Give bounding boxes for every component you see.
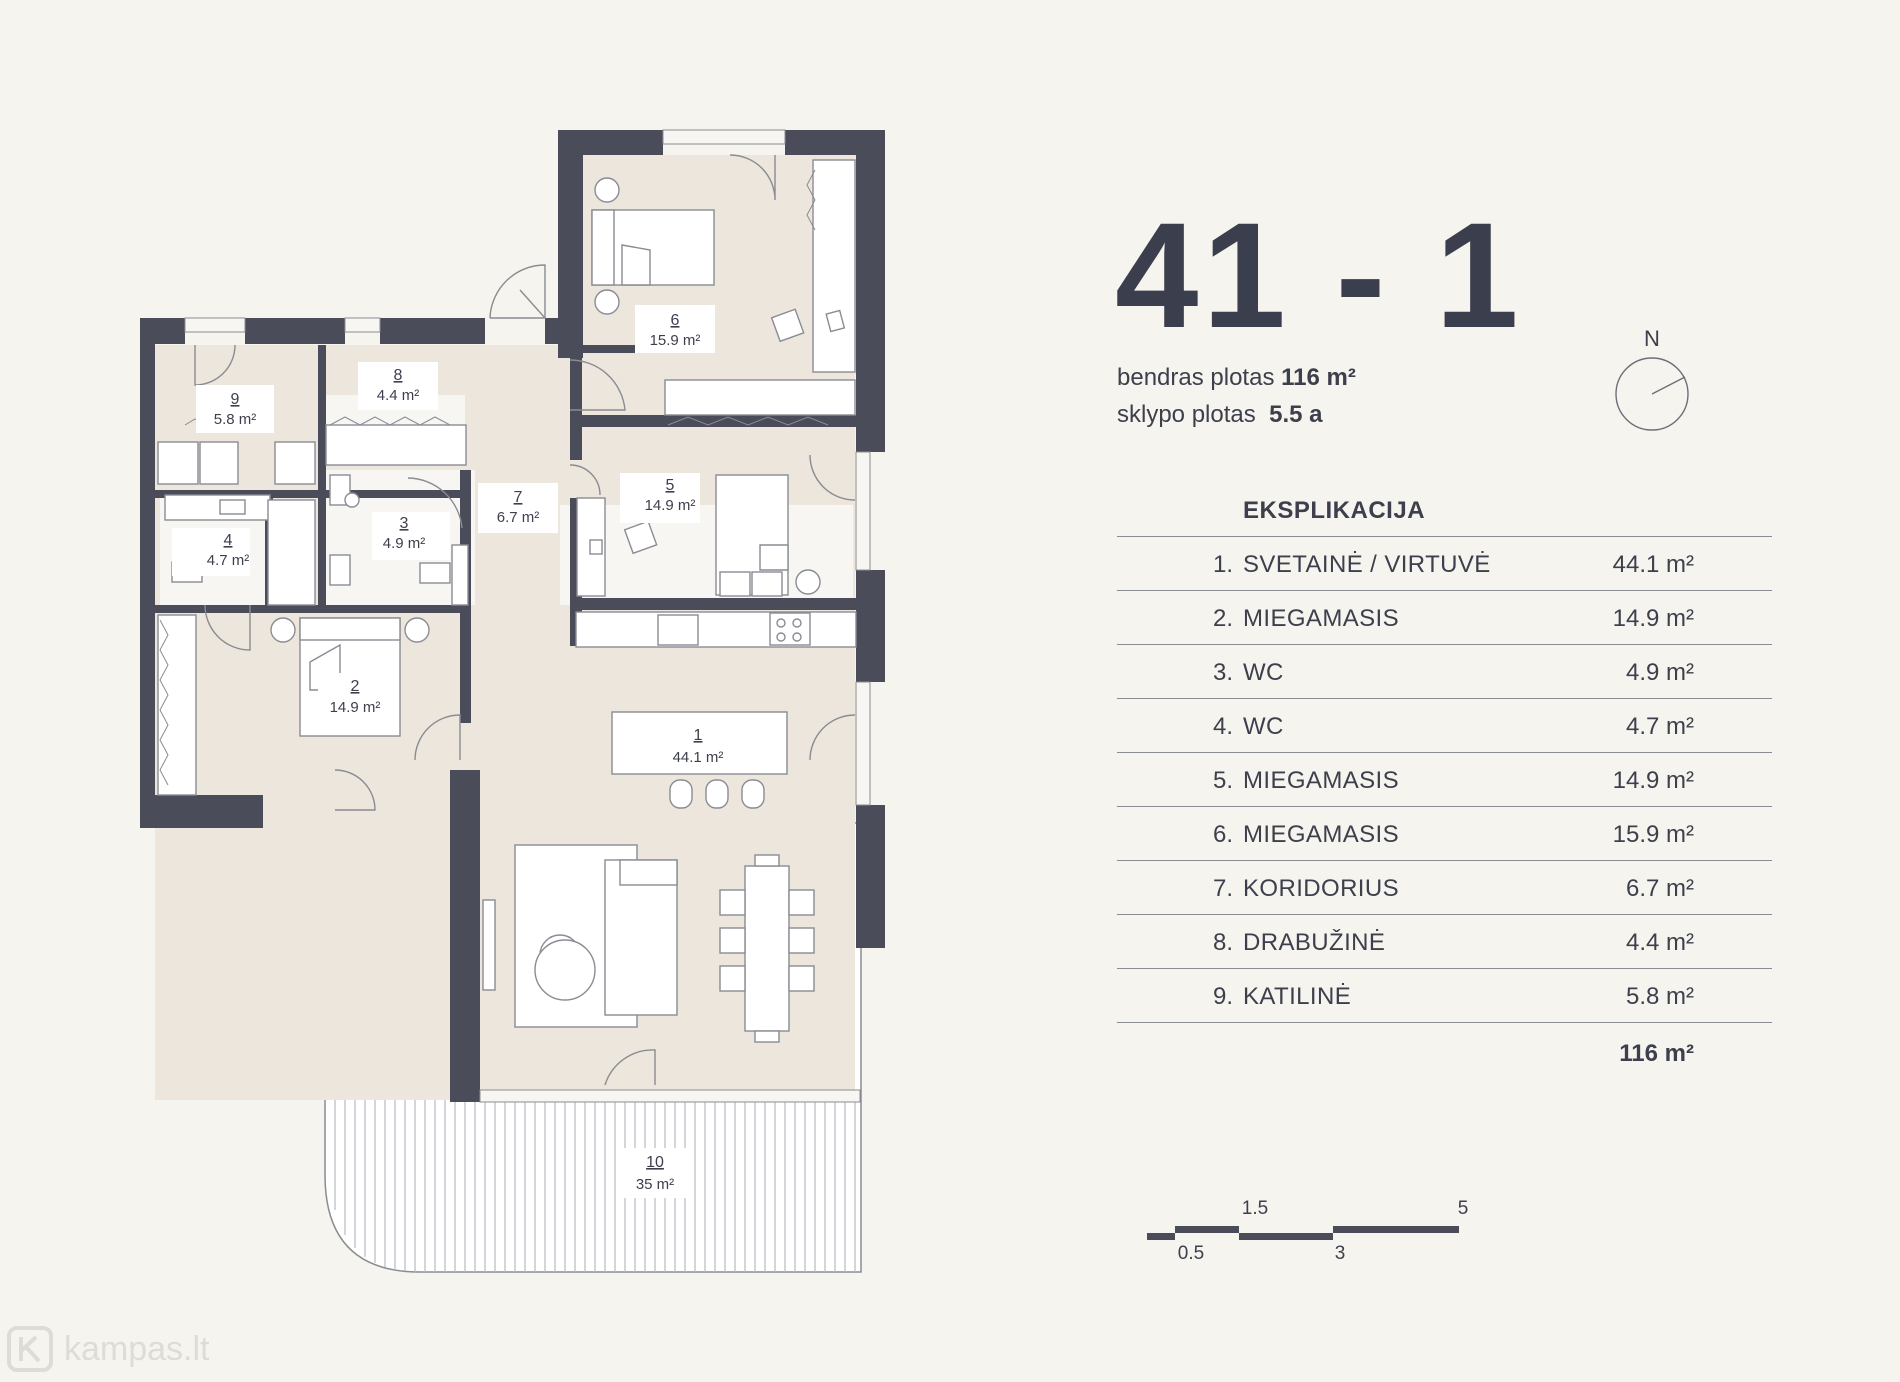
row-name: WC	[1243, 659, 1284, 686]
row-name: KATILINĖ	[1243, 983, 1352, 1010]
room-area: 5.8 m²	[214, 411, 257, 428]
row-number: 6.	[1212, 821, 1233, 848]
explication-total: 116 m²	[1619, 1040, 1694, 1067]
row-area: 15.9 m²	[1612, 821, 1694, 848]
table-row: 9. KATILINĖ 5.8 m²	[1117, 968, 1772, 1023]
plot-area-label: sklypo plotas	[1117, 401, 1256, 428]
table-row: 8. DRABUŽINĖ 4.4 m²	[1117, 914, 1772, 968]
table-row: 5. MIEGAMASIS 14.9 m²	[1117, 752, 1772, 806]
scale-label-top: 1.5	[1242, 1198, 1268, 1219]
room-number: 3	[400, 515, 409, 532]
row-area: 4.9 m²	[1625, 659, 1694, 686]
compass-north-label: N	[1644, 326, 1660, 351]
row-name: DRABUŽINĖ	[1243, 929, 1386, 956]
room-number: 1	[694, 727, 703, 744]
scale-bar: 1.5 5 0.5 3	[1147, 1198, 1469, 1264]
row-number: 9.	[1212, 983, 1233, 1010]
table-row: 3. WC 4.9 m²	[1117, 644, 1772, 698]
row-number: 8.	[1212, 929, 1233, 956]
room-number: 2	[351, 678, 360, 695]
room-number: 4	[224, 532, 233, 549]
walls	[140, 130, 885, 1102]
scale-label-bottom: 3	[1335, 1243, 1346, 1264]
total-area: bendras plotas 116 m²	[1117, 364, 1356, 392]
row-area: 14.9 m²	[1612, 767, 1694, 794]
plot-area: sklypo plotas 5.5 a	[1117, 401, 1322, 429]
compass-icon: N	[1615, 326, 1689, 431]
watermark-logo-icon	[7, 1326, 53, 1372]
row-area: 44.1 m²	[1612, 551, 1694, 578]
row-area: 4.4 m²	[1625, 929, 1694, 956]
table-row: 6. MIEGAMASIS 15.9 m²	[1117, 806, 1772, 860]
room-area: 6.7 m²	[497, 509, 540, 526]
room-number: 10	[646, 1154, 664, 1171]
room-area: 4.9 m²	[383, 535, 426, 552]
row-area: 14.9 m²	[1612, 605, 1694, 632]
room-labels: 6 15.9 m² 8 4.4 m² 9 5.8 m² 7 6.7 m² 5 1…	[172, 305, 723, 1198]
room-number: 9	[231, 391, 240, 408]
room-number: 5	[666, 477, 675, 494]
row-number: 4.	[1212, 713, 1233, 740]
row-area: 4.7 m²	[1625, 713, 1694, 740]
unit-title: 41 - 1	[1115, 191, 1523, 359]
row-number: 1.	[1212, 551, 1233, 578]
table-row: 2. MIEGAMASIS 14.9 m²	[1117, 590, 1772, 644]
row-number: 5.	[1212, 767, 1233, 794]
table-row: 1. SVETAINĖ / VIRTUVĖ 44.1 m²	[1117, 536, 1772, 590]
room-area: 15.9 m²	[650, 332, 701, 349]
room-number: 6	[671, 312, 680, 329]
watermark-text: kampas.lt	[64, 1329, 210, 1368]
row-name: WC	[1243, 713, 1284, 740]
plot-area-value: 5.5 a	[1269, 401, 1323, 428]
row-number: 3.	[1212, 659, 1233, 686]
watermark: kampas.lt	[6, 1325, 210, 1373]
row-area: 6.7 m²	[1625, 875, 1694, 902]
explication-table: 1. SVETAINĖ / VIRTUVĖ 44.1 m² 2. MIEGAMA…	[1117, 536, 1772, 1023]
scale-label-bottom: 0.5	[1178, 1243, 1204, 1264]
table-row: 7. KORIDORIUS 6.7 m²	[1117, 860, 1772, 914]
explication-title: EKSPLIKACIJA	[1243, 497, 1426, 524]
furniture	[157, 159, 857, 1043]
scale-label-top: 5	[1458, 1198, 1469, 1219]
room-area: 4.4 m²	[377, 387, 420, 404]
room-area: 14.9 m²	[645, 497, 696, 514]
row-name: KORIDORIUS	[1243, 875, 1400, 902]
row-name: MIEGAMASIS	[1243, 821, 1400, 848]
room-area: 44.1 m²	[673, 749, 724, 766]
room-number: 8	[394, 367, 403, 384]
room-number: 7	[514, 489, 523, 506]
row-name: SVETAINĖ / VIRTUVĖ	[1243, 551, 1491, 578]
row-name: MIEGAMASIS	[1243, 767, 1400, 794]
total-area-value: 116 m²	[1281, 364, 1356, 391]
info-panel: 41 - 1 bendras plotas 116 m² sklypo plot…	[1115, 0, 1795, 1382]
room-area: 35 m²	[636, 1176, 674, 1193]
row-number: 7.	[1212, 875, 1233, 902]
row-number: 2.	[1212, 605, 1233, 632]
room-area: 14.9 m²	[330, 699, 381, 716]
table-row: 4. WC 4.7 m²	[1117, 698, 1772, 752]
total-area-label: bendras plotas	[1117, 364, 1275, 391]
room-area: 4.7 m²	[207, 552, 250, 569]
row-name: MIEGAMASIS	[1243, 605, 1400, 632]
row-area: 5.8 m²	[1625, 983, 1694, 1010]
